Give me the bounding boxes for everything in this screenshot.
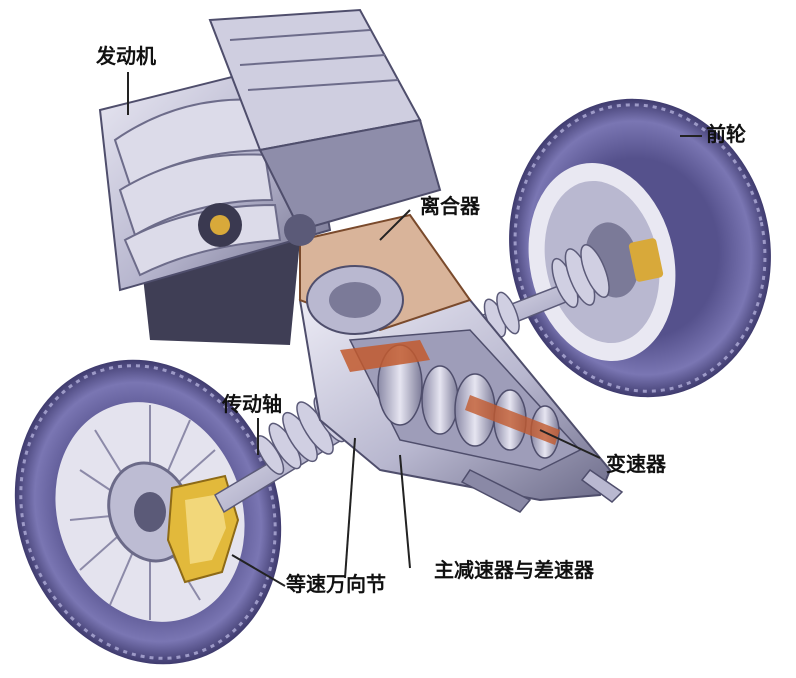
leader-transmission	[539, 429, 601, 459]
left-wheel-graphic	[14, 359, 282, 665]
leader-cv-joint-right	[344, 437, 356, 579]
label-driveshaft: 传动轴	[222, 392, 282, 416]
leader-cv-joint-left	[231, 554, 286, 587]
label-cv-joint: 等速万向节	[286, 572, 386, 596]
front-wheel-graphic	[509, 98, 771, 398]
engine-graphic	[98, 8, 442, 345]
label-final-drive: 主减速器与差速器	[434, 558, 594, 582]
label-clutch: 离合器	[420, 194, 480, 218]
transmission-graphic	[298, 299, 624, 513]
leader-final-drive	[399, 454, 411, 569]
label-transmission: 变速器	[606, 452, 666, 476]
leader-clutch	[379, 209, 411, 241]
leader-lines	[127, 72, 702, 587]
clutch-graphic	[299, 213, 472, 335]
label-engine: 发动机	[96, 44, 156, 68]
label-front-wheel: 前轮	[706, 122, 746, 146]
